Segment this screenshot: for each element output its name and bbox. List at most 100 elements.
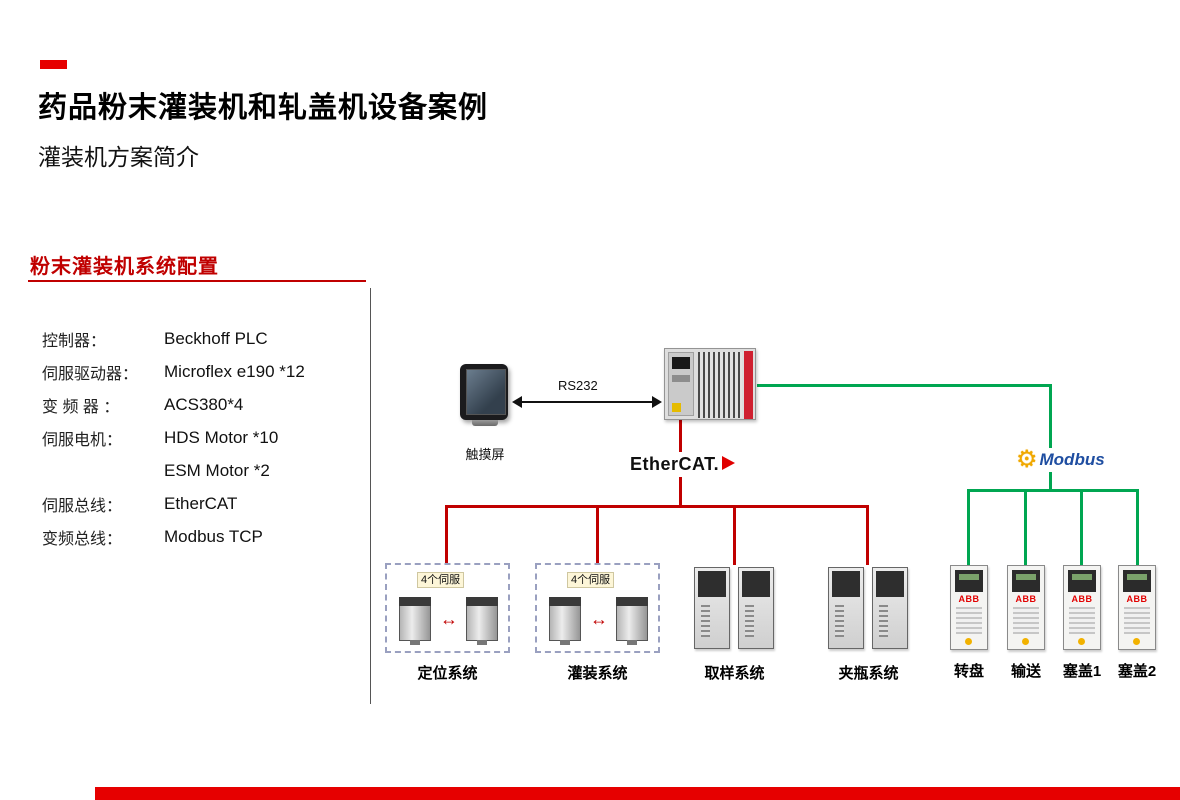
vfd-indicator-dot (1133, 638, 1140, 645)
spec-value: Modbus TCP (164, 526, 263, 546)
plc-connector (672, 403, 681, 412)
servo-group-positioning: 4个伺服 ↔ (385, 563, 510, 653)
servo-drive-icon (694, 567, 730, 649)
abb-logo-text: ABB (1015, 594, 1037, 604)
servo-motor-icon (399, 597, 431, 645)
plc-port (672, 375, 690, 382)
spec-label: 伺服电机： (42, 431, 123, 449)
abb-logo-text: ABB (1071, 594, 1093, 604)
spec-value: EtherCAT (164, 493, 238, 513)
red-bus-drop-1 (445, 507, 448, 565)
vfd-keypad (955, 570, 983, 592)
spec-row-servo-drive: 伺服驱动器： Microflex e190 *12 (42, 355, 362, 388)
touchscreen-base (472, 420, 498, 426)
servo-motor-icon (466, 597, 498, 645)
section-underline (28, 280, 366, 282)
red-bus-drop-3 (733, 507, 736, 565)
group-label-clamping: 夹瓶系统 (838, 665, 899, 682)
plc-io-terminals (698, 352, 742, 418)
servo-count-badge: 4个伺服 (567, 572, 615, 588)
arrow-head-right (652, 396, 662, 408)
plc-display (672, 357, 690, 369)
green-bus-drop-4 (1136, 491, 1139, 565)
abb-vfd-icon: ABB (1007, 565, 1045, 650)
servo-drive-icon (738, 567, 774, 649)
servo-drive-icon (872, 567, 908, 649)
group-label-filling: 灌装系统 (567, 665, 628, 682)
abb-logo-text: ABB (958, 594, 980, 604)
vfd-grille (1013, 607, 1039, 634)
ethercat-logo-text: EtherCAT. (630, 454, 720, 474)
spec-row-servo-motor-2: ESM Motor *2 (42, 454, 362, 487)
spec-label: 伺服驱动器： (42, 365, 139, 383)
vfd-grille (1124, 607, 1150, 634)
spec-row-vfd-bus: 变频总线： Modbus TCP (42, 520, 362, 553)
green-bus-from-plc (757, 384, 1052, 387)
abb-vfd-icon: ABB (1118, 565, 1156, 650)
modbus-logo: ⚙ Modbus (1010, 448, 1111, 472)
vfd-indicator-dot (1078, 638, 1085, 645)
group-label-sampling: 取样系统 (704, 665, 765, 682)
spec-list: 控制器： Beckhoff PLC 伺服驱动器： Microflex e190 … (42, 322, 362, 553)
servo-group-filling: 4个伺服 ↔ (535, 563, 660, 653)
page-subtitle: 灌装机方案简介 (38, 144, 199, 170)
spec-row-servo-bus: 伺服总线： EtherCAT (42, 487, 362, 520)
beckhoff-plc-icon (664, 348, 756, 420)
vfd-indicator-dot (1022, 638, 1029, 645)
arrow-head-left (512, 396, 522, 408)
servo-drive-icon (828, 567, 864, 649)
vfd-label-capping-1: 塞盖1 (1062, 663, 1102, 680)
vfd-label-turntable: 转盘 (953, 663, 984, 680)
green-bus-vertical (1049, 384, 1052, 492)
servo-motor-icon (616, 597, 648, 645)
bottom-accent-bar (95, 787, 1180, 800)
red-bus-horizontal (445, 505, 869, 508)
rs232-label: RS232 (558, 378, 598, 393)
red-bus-drop-4 (866, 507, 869, 565)
abb-logo-text: ABB (1126, 594, 1148, 604)
green-bus-drop-3 (1080, 491, 1083, 565)
green-bus-drop-1 (967, 491, 970, 565)
spec-value: HDS Motor *10 (164, 427, 279, 447)
abb-vfd-icon: ABB (950, 565, 988, 650)
accent-dash (40, 60, 67, 69)
spec-value: Microflex e190 *12 (164, 361, 305, 381)
spec-row-servo-motor: 伺服电机： HDS Motor *10 (42, 421, 362, 454)
spec-value: Beckhoff PLC (164, 328, 268, 348)
modbus-gear-icon: ⚙ (1016, 446, 1038, 473)
ethercat-arrow-icon (722, 456, 736, 470)
green-bus-horizontal (967, 489, 1139, 492)
touchscreen-label: 触摸屏 (465, 447, 505, 462)
red-bus-drop-2 (596, 507, 599, 565)
ethercat-logo: EtherCAT. (624, 452, 736, 477)
vfd-keypad (1068, 570, 1096, 592)
group-label-positioning: 定位系统 (417, 665, 478, 682)
spec-label: 变频总线： (42, 530, 123, 548)
divider-line (370, 288, 371, 704)
spec-label: 伺服总线： (42, 497, 123, 515)
spec-row-vfd: 变 频 器 ： ACS380*4 (42, 388, 362, 421)
spec-value: ESM Motor *2 (164, 460, 270, 480)
spec-value: ACS380*4 (164, 394, 244, 414)
touchscreen-icon (458, 364, 512, 430)
spec-label: 变 频 器 ： (42, 398, 120, 416)
vfd-label-capping-2: 塞盖2 (1117, 663, 1157, 680)
page-title: 药品粉末灌装机和轧盖机设备案例 (38, 92, 489, 124)
green-bus-drop-2 (1024, 491, 1027, 565)
servo-count-badge: 4个伺服 (417, 572, 465, 588)
vfd-indicator-dot (965, 638, 972, 645)
vfd-grille (956, 607, 982, 634)
vfd-keypad (1123, 570, 1151, 592)
vfd-grille (1069, 607, 1095, 634)
modbus-logo-text: Modbus (1039, 450, 1105, 469)
vfd-label-conveyor: 输送 (1010, 663, 1041, 680)
spec-row-controller: 控制器： Beckhoff PLC (42, 322, 362, 355)
servo-motor-icon (549, 597, 581, 645)
section-heading: 粉末灌装机系统配置 (30, 256, 219, 278)
rs232-double-arrow (512, 396, 662, 408)
double-arrow-icon: ↔ (440, 609, 458, 629)
vfd-keypad (1012, 570, 1040, 592)
arrow-shaft (520, 401, 654, 403)
touchscreen-screen (466, 369, 506, 415)
